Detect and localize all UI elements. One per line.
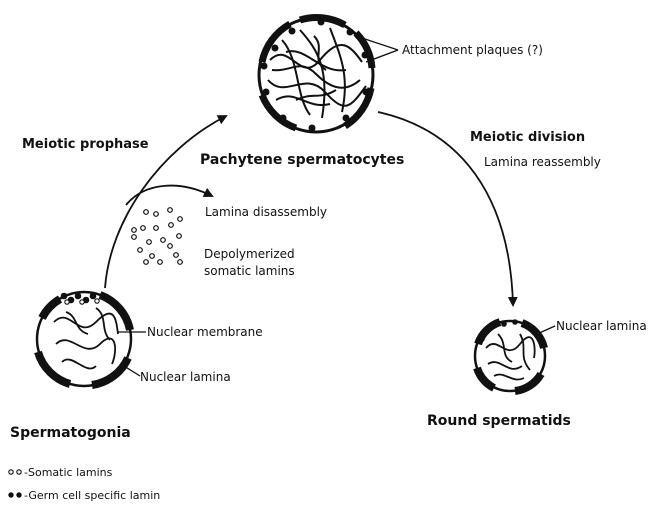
round-spermatid-callout [537, 326, 555, 334]
legend-somatic-symbol [9, 470, 21, 474]
lamina-reassembly-label: Lamina reassembly [484, 155, 601, 169]
spermatogonium-cell [37, 292, 131, 386]
legend: -Somatic lamins -Germ cell specific lami… [8, 466, 160, 502]
depolymerized-label-line2: somatic lamins [204, 264, 295, 278]
spermatogonia-label: Spermatogonia [10, 425, 131, 441]
meiotic-division-label: Meiotic division [470, 130, 585, 145]
depolymerized-lamins-cluster [132, 208, 183, 265]
legend-germ-label: -Germ cell specific lamin [24, 489, 160, 502]
attachment-plaques-label: Attachment plaques (?) [402, 43, 543, 57]
meiotic-prophase-label: Meiotic prophase [22, 137, 149, 152]
lamina-disassembly-label: Lamina disassembly [205, 205, 327, 219]
round-spermatids-label: Round spermatids [427, 413, 571, 429]
legend-germ-text: Germ cell specific lamin [28, 489, 160, 502]
depolymerized-label-line1: Depolymerized [204, 247, 295, 261]
pachytene-cell [259, 17, 373, 132]
legend-somatic-label: -Somatic lamins [24, 466, 113, 479]
nuclear-membrane-label: Nuclear membrane [147, 325, 263, 339]
nuclear-lamina-label-left: Nuclear lamina [140, 370, 231, 384]
legend-somatic-text: Somatic lamins [28, 466, 113, 479]
pachytene-label: Pachytene spermatocytes [200, 152, 404, 168]
round-spermatid-cell [475, 319, 545, 391]
legend-germ-symbol [8, 492, 21, 497]
nuclear-lamina-label-right: Nuclear lamina [556, 319, 647, 333]
